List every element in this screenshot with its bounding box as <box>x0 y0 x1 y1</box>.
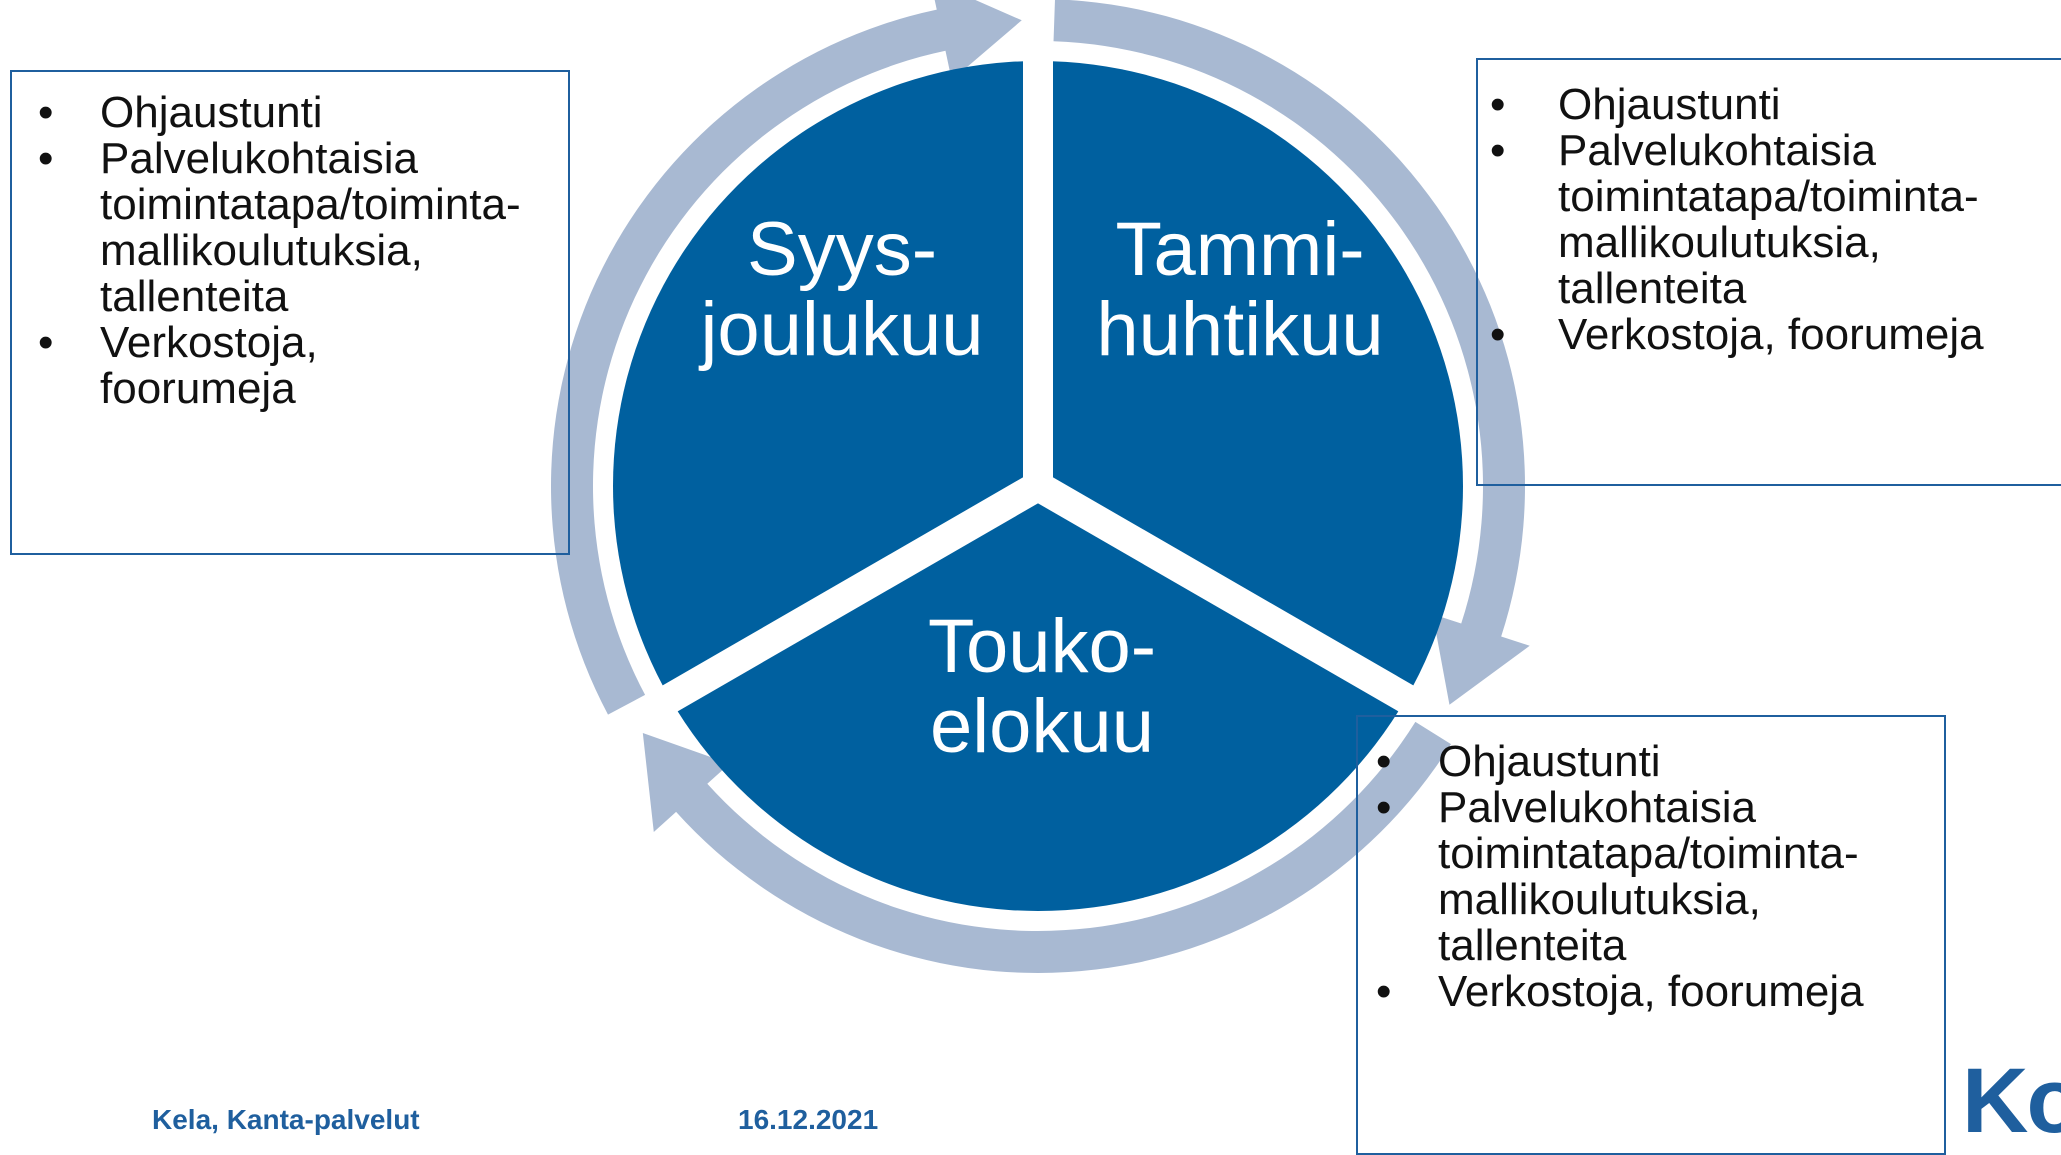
arrow-arc-jan-apr <box>1053 0 1530 705</box>
arrow-arc-sep-dec <box>551 0 1022 715</box>
segment-divider <box>1030 473 1440 727</box>
list-item: Palvelukohtaisia toimintatapa/toiminta-m… <box>12 136 521 320</box>
info-box-jan-apr: Ohjaustunti Palvelukohtaisia toimintatap… <box>1476 58 2061 486</box>
info-box-may-aug: Ohjaustunti Palvelukohtaisia toimintatap… <box>1356 715 1946 1155</box>
cycle-segments <box>613 31 1463 911</box>
list-item: Palvelukohtaisia toimintatapa/toiminta-m… <box>1358 785 1859 969</box>
arrow-ring <box>551 0 1530 973</box>
list-item: Verkostoja, foorumeja <box>1478 312 2061 359</box>
info-box-sep-dec: Ohjaustunti Palvelukohtaisia toimintatap… <box>10 70 570 555</box>
list-item: Verkostoja, foorumeja <box>1358 969 1944 1016</box>
segment-divider <box>636 473 1046 727</box>
segment-label-may-aug: Touko-elokuu <box>928 604 1156 769</box>
list-item: Palvelukohtaisia toimintatapa/toiminta-m… <box>1478 128 1979 312</box>
arrow-arc-may-aug <box>642 721 1451 973</box>
segment-label-jan-apr: Tammi-huhtikuu <box>1096 207 1383 372</box>
segment-label-sep-dec: Syys-joulukuu <box>698 207 983 372</box>
list-item: Ohjaustunti <box>1358 739 1944 786</box>
footer-date: 16.12.2021 <box>738 1104 879 1135</box>
footer-organization: Kela, Kanta-palvelut <box>152 1104 420 1135</box>
list-item: Verkostoja, foorumeja <box>12 320 400 412</box>
brand-logo: Ko <box>1962 1050 2061 1152</box>
list-item: Ohjaustunti <box>1478 82 2061 129</box>
list-item: Ohjaustunti <box>12 90 568 137</box>
